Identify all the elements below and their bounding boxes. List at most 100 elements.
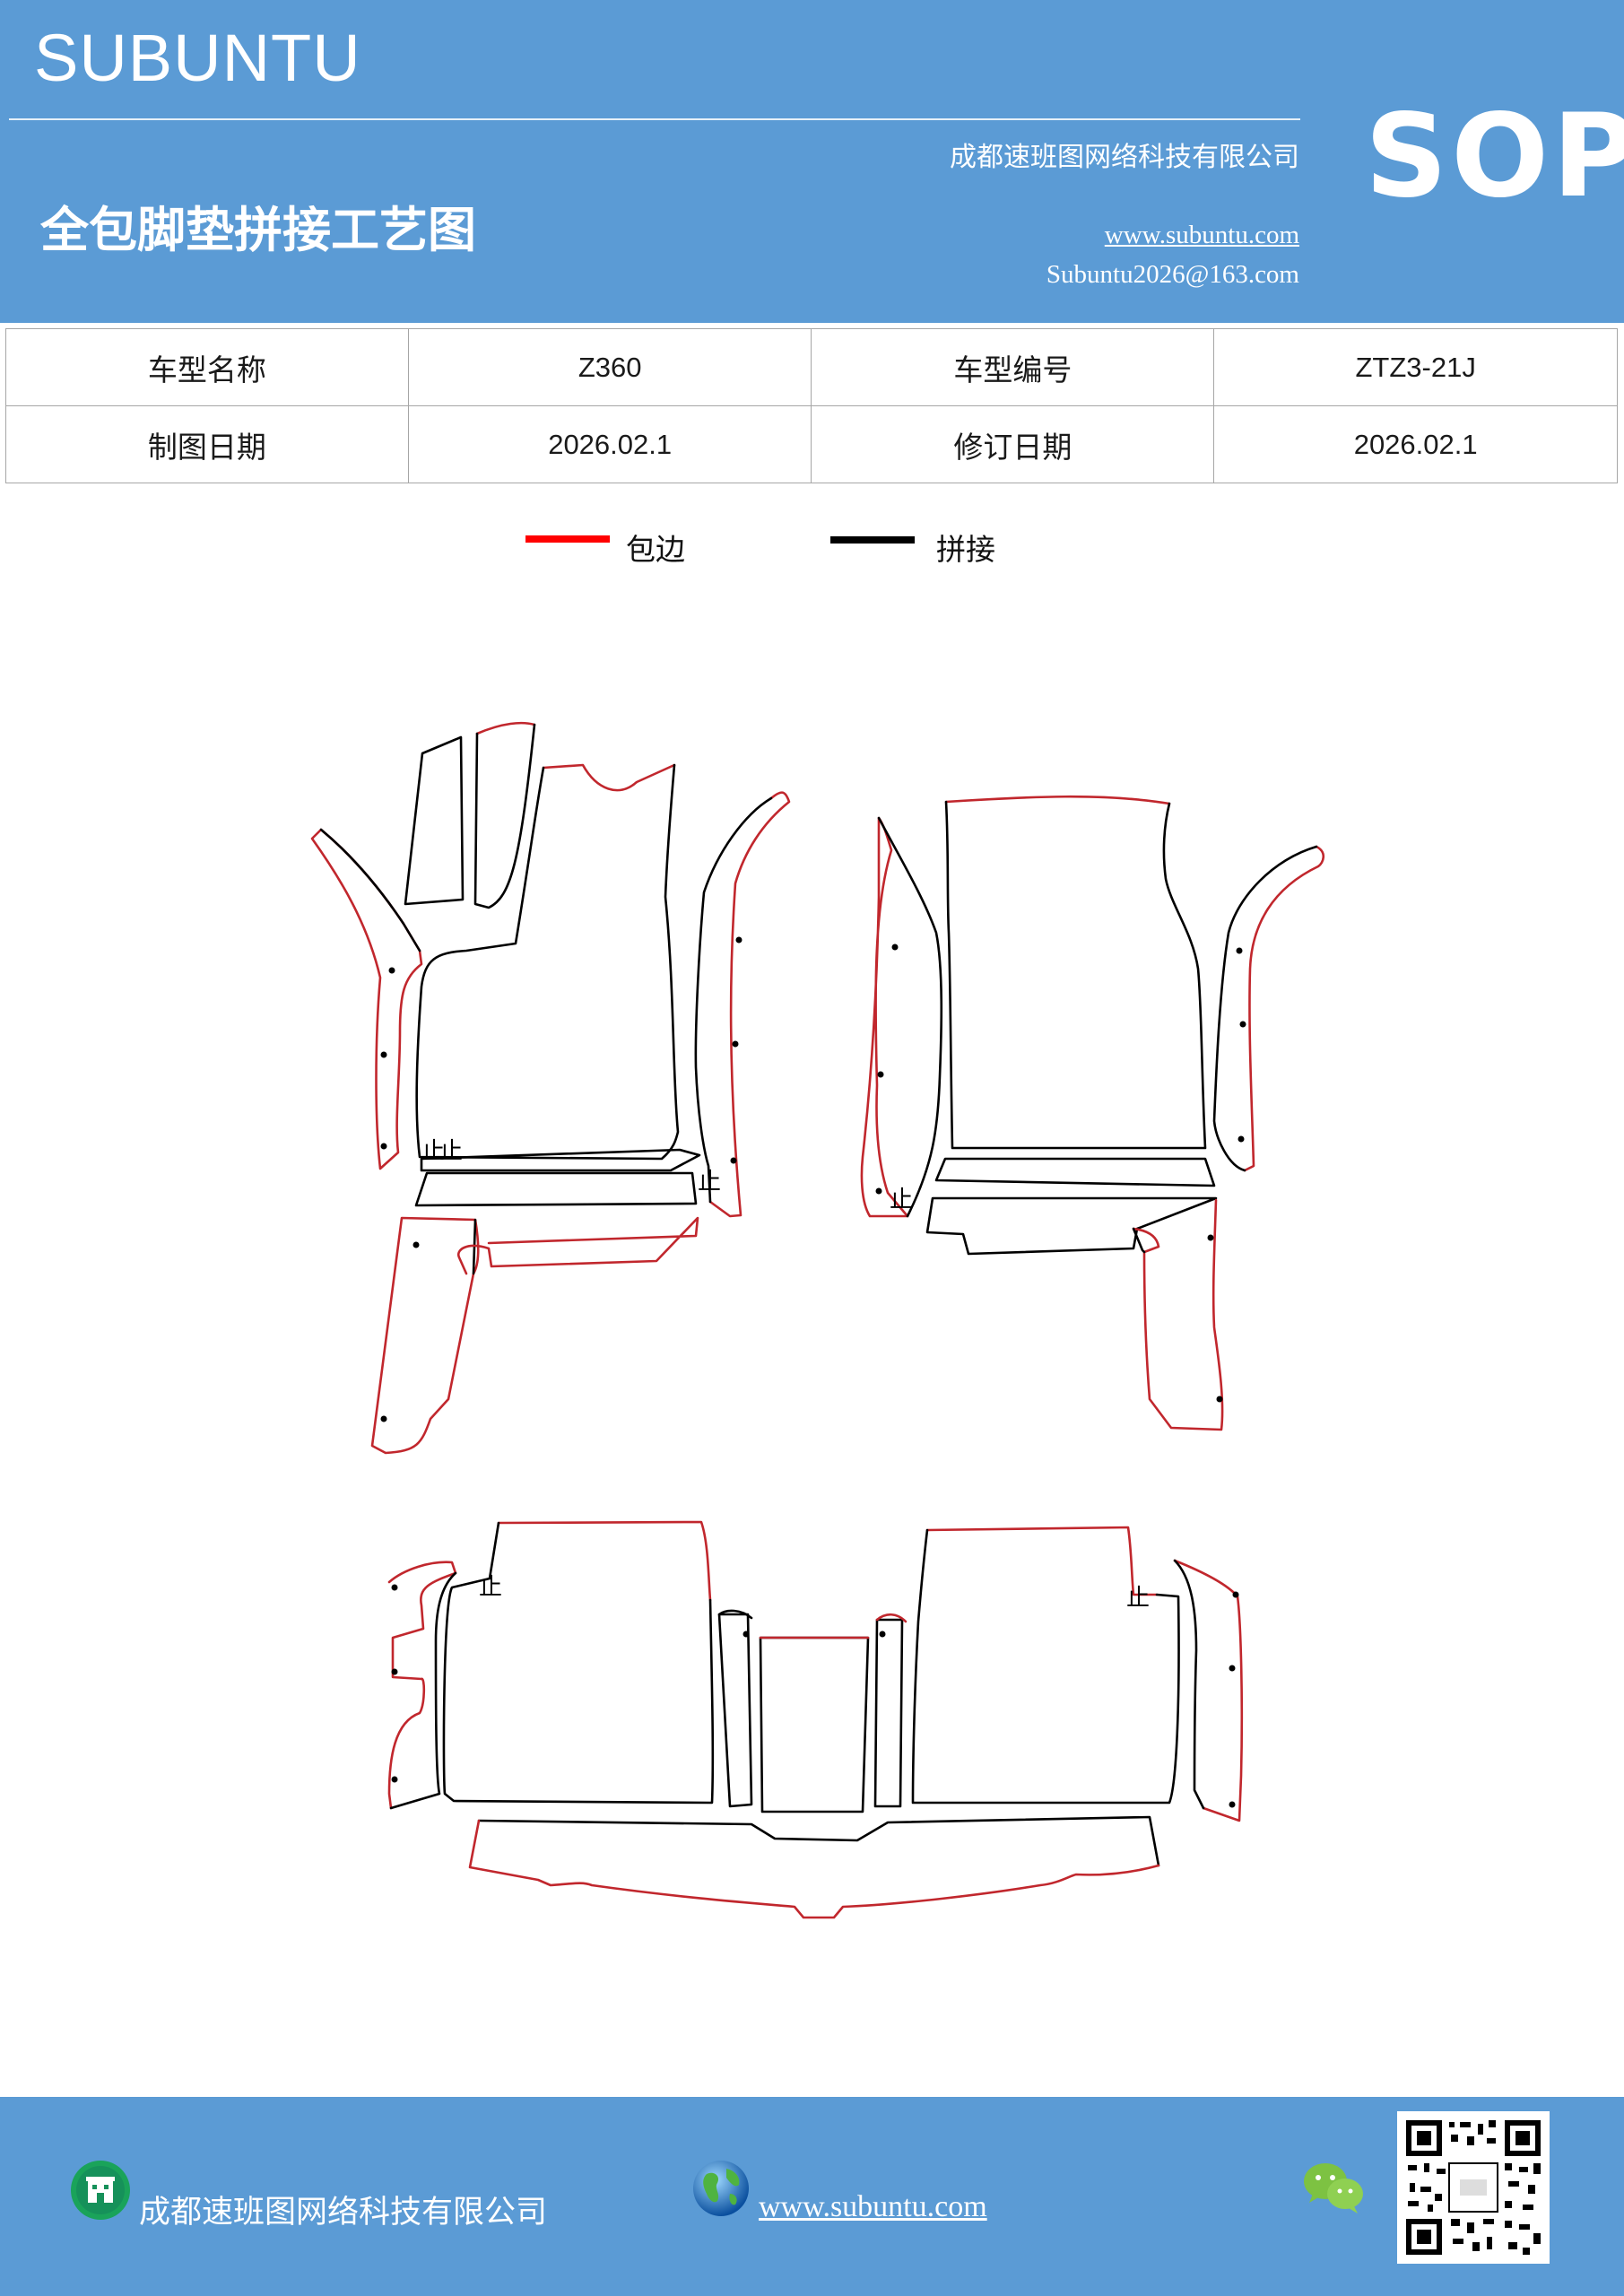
building-icon <box>71 2161 130 2220</box>
model-code-value: ZTZ3-21J <box>1213 328 1618 406</box>
mat-piece <box>497 1520 712 1602</box>
header-banner: SUBUNTU 成都速班图网络科技有限公司 SOP 全包脚垫拼接工艺图 www.… <box>0 0 1624 323</box>
mat-piece <box>934 1157 1216 1187</box>
wechat-icon <box>1304 2163 1363 2213</box>
mat-piece <box>717 1613 753 1808</box>
mounting-hole <box>391 1668 398 1675</box>
mat-piece <box>860 816 909 1218</box>
stop-mark: 止 <box>1126 1585 1150 1612</box>
qr-code <box>1397 2111 1550 2264</box>
mat-piece <box>456 1216 699 1275</box>
mat-piece <box>387 1561 457 1810</box>
mat-piece <box>468 1819 1160 1919</box>
mat-piece <box>925 1526 1159 1596</box>
mounting-hole <box>730 1157 737 1164</box>
model-name-label: 车型名称 <box>5 328 409 406</box>
stop-mark: 止 <box>439 1138 463 1165</box>
mounting-hole <box>732 1040 739 1048</box>
mat-piece <box>389 1571 457 1810</box>
revision-date-value: 2026.02.1 <box>1213 405 1618 483</box>
header-divider <box>9 118 1300 120</box>
mounting-hole <box>875 1187 882 1195</box>
mounting-hole <box>1216 1396 1223 1403</box>
mat-piece <box>873 1618 904 1808</box>
mat-piece <box>759 1636 870 1813</box>
revision-date-label: 修订日期 <box>811 405 1215 483</box>
model-code-label: 车型编号 <box>811 328 1215 406</box>
qr-code-image <box>1397 2111 1550 2264</box>
mat-piece <box>310 828 423 1170</box>
mounting-hole <box>1239 1021 1246 1028</box>
mat-piece <box>1212 845 1318 1172</box>
stop-mark-group: 止 止 止 止 止 止 <box>421 1138 1150 1612</box>
mounting-hole <box>413 1241 420 1248</box>
mounting-hole <box>380 1143 387 1150</box>
mounting-hole <box>1238 1135 1245 1143</box>
mat-piece <box>404 735 465 906</box>
email-address: Subuntu2026@163.com <box>1046 260 1299 289</box>
sop-label: SOP <box>1365 90 1624 223</box>
globe-icon <box>693 2161 749 2216</box>
mounting-hole <box>879 1631 886 1638</box>
driver-side-mat-group <box>310 721 791 1455</box>
mat-piece <box>708 791 791 1218</box>
mat-piece <box>694 796 773 1204</box>
stop-mark: 止 <box>479 1574 502 1601</box>
mat-piece <box>370 1216 480 1455</box>
mounting-hole <box>391 1776 398 1783</box>
info-table: 车型名称 Z360 车型编号 ZTZ3-21J 制图日期 2026.02.1 修… <box>5 328 1618 483</box>
brand-name: SUBUNTU <box>34 21 361 95</box>
mounting-hole <box>891 944 899 951</box>
passenger-side-mat-group <box>860 795 1325 1431</box>
mat-piece <box>925 1196 1218 1256</box>
footer-company-name: 成都速班图网络科技有限公司 <box>139 2195 548 2231</box>
mounting-hole <box>735 936 743 944</box>
mounting-hole <box>1229 1665 1236 1672</box>
footer-website-link[interactable]: www.subuntu.com <box>759 2190 987 2223</box>
mat-piece <box>477 1815 1160 1867</box>
mat-piece <box>1173 1559 1205 1810</box>
mounting-hole <box>743 1631 750 1638</box>
mat-piece <box>415 763 680 1161</box>
mat-piece <box>420 1148 701 1172</box>
mounting-hole <box>1207 1234 1214 1241</box>
mat-piece <box>877 816 943 1218</box>
stop-mark: 止 <box>421 1138 445 1165</box>
mat-piece <box>1173 1559 1244 1822</box>
mounting-hole <box>1236 947 1243 954</box>
table-row: 车型名称 Z360 车型编号 ZTZ3-21J <box>5 328 1618 406</box>
website-link[interactable]: www.subuntu.com <box>1104 221 1299 249</box>
mat-piece <box>717 1609 753 1620</box>
legend-edge-label: 包边 <box>626 532 685 567</box>
mat-piece <box>473 723 536 909</box>
mat-piece <box>1132 1227 1146 1254</box>
stop-mark: 止 <box>698 1169 721 1196</box>
mat-piece <box>875 1613 908 1623</box>
mat-piece <box>944 795 1171 805</box>
draw-date-value: 2026.02.1 <box>407 405 812 483</box>
mat-piece <box>442 1521 715 1805</box>
legend-edge-swatch <box>525 535 610 543</box>
draw-date-label: 制图日期 <box>5 405 409 483</box>
mounting-hole <box>380 1051 387 1058</box>
legend-seam-label: 拼接 <box>936 532 995 567</box>
table-row: 制图日期 2026.02.1 修订日期 2026.02.1 <box>5 405 1618 483</box>
mat-piece <box>542 763 676 792</box>
mounting-hole <box>380 1415 387 1422</box>
mounting-hole <box>877 1071 884 1078</box>
mounting-hole <box>391 1584 398 1591</box>
mounting-hole-group <box>380 936 1246 1808</box>
mounting-hole <box>1232 1591 1239 1598</box>
mat-piece <box>944 800 1207 1150</box>
mat-piece <box>1132 1198 1224 1431</box>
stop-mark: 止 <box>890 1187 913 1213</box>
mat-piece <box>319 828 421 952</box>
mat-piece <box>414 1171 698 1207</box>
company-name: 成都速班图网络科技有限公司 <box>950 142 1299 173</box>
page-title: 全包脚垫拼接工艺图 <box>40 201 476 258</box>
mat-piece <box>911 1528 1180 1805</box>
footer-banner: 成都速班图网络科技有限公司 www.subuntu.com <box>0 2097 1624 2296</box>
rear-row-mat-group <box>387 1520 1244 1919</box>
mat-piece <box>475 721 536 735</box>
